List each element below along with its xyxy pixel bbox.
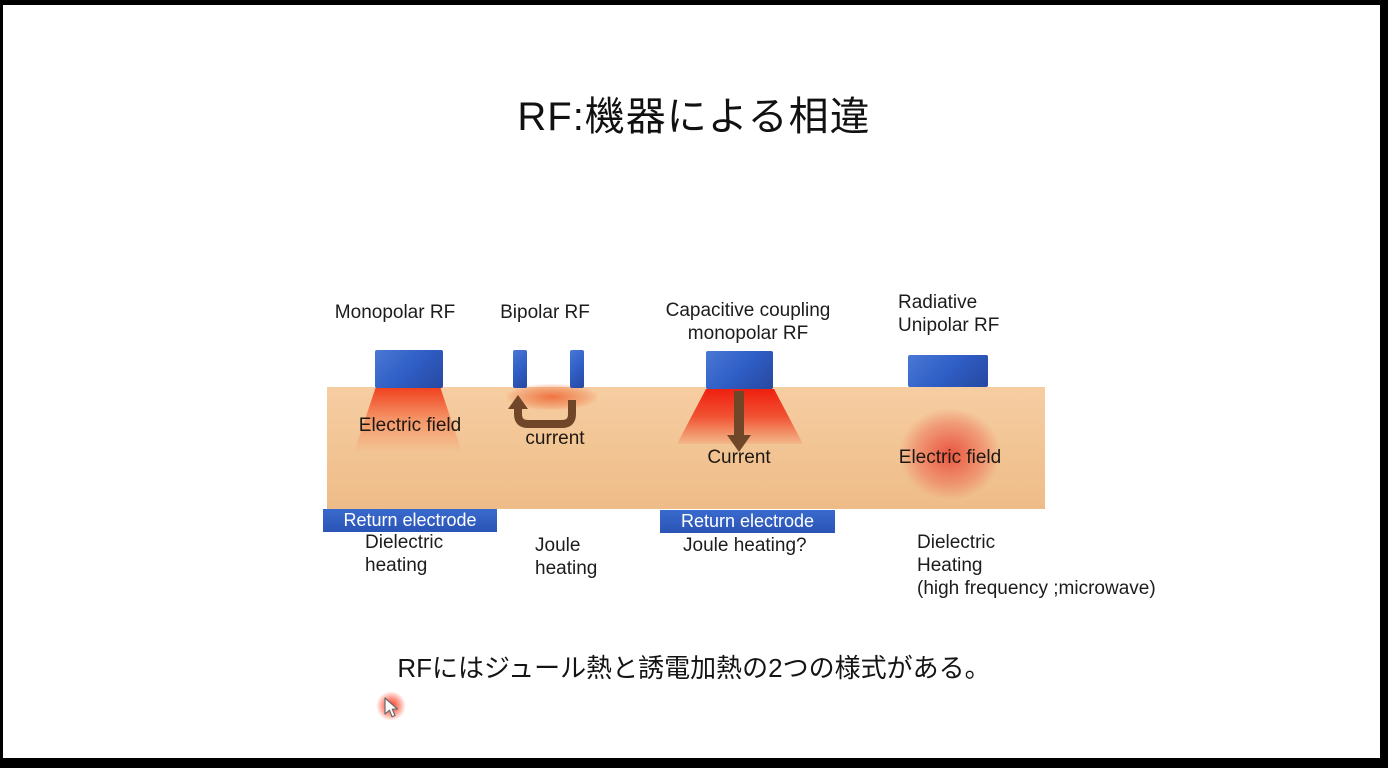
slide-background [3, 5, 1380, 758]
label-electric-field-monopolar: Electric field [358, 415, 462, 436]
label-current-bipolar: current [525, 428, 585, 449]
mouse-cursor-icon [384, 697, 399, 718]
electrode-bipolar-right [570, 350, 584, 388]
electric-field-blob-radiative [888, 398, 1012, 510]
slide-footer-text: RFにはジュール熱と誘電加熱の2つの様式がある。 [397, 653, 991, 683]
device-label-capacitive: Capacitive coupling monopolar RF [665, 300, 831, 344]
current-down-arrow-icon [734, 391, 744, 437]
device-label-radiative: Radiative Unipolar RF [898, 292, 1000, 336]
label-current-capacitive: Current [707, 447, 771, 468]
label-electric-field-radiative: Electric field [898, 447, 1002, 468]
device-label-bipolar: Bipolar RF [500, 302, 590, 323]
electrode-bipolar-left [513, 350, 527, 388]
heating-caption-bipolar: Joule heating [535, 535, 598, 579]
return-electrode-bar-monopolar: Return electrode [323, 509, 497, 532]
heating-caption-capacitive: Joule heating? [683, 535, 807, 556]
electrode-radiative [908, 355, 988, 387]
heating-caption-radiative: Dielectric Heating (high frequency ;micr… [917, 532, 1156, 599]
device-label-monopolar: Monopolar RF [334, 302, 456, 323]
electrode-monopolar [375, 350, 443, 388]
electrode-capacitive [706, 351, 773, 389]
return-electrode-bar-capacitive: Return electrode [660, 510, 835, 533]
slide-title: RF:機器による相違 [517, 95, 871, 139]
heating-caption-monopolar: Dielectric heating [365, 532, 444, 576]
current-down-arrowhead-icon [727, 435, 751, 452]
current-u-arrow-icon [508, 395, 576, 428]
